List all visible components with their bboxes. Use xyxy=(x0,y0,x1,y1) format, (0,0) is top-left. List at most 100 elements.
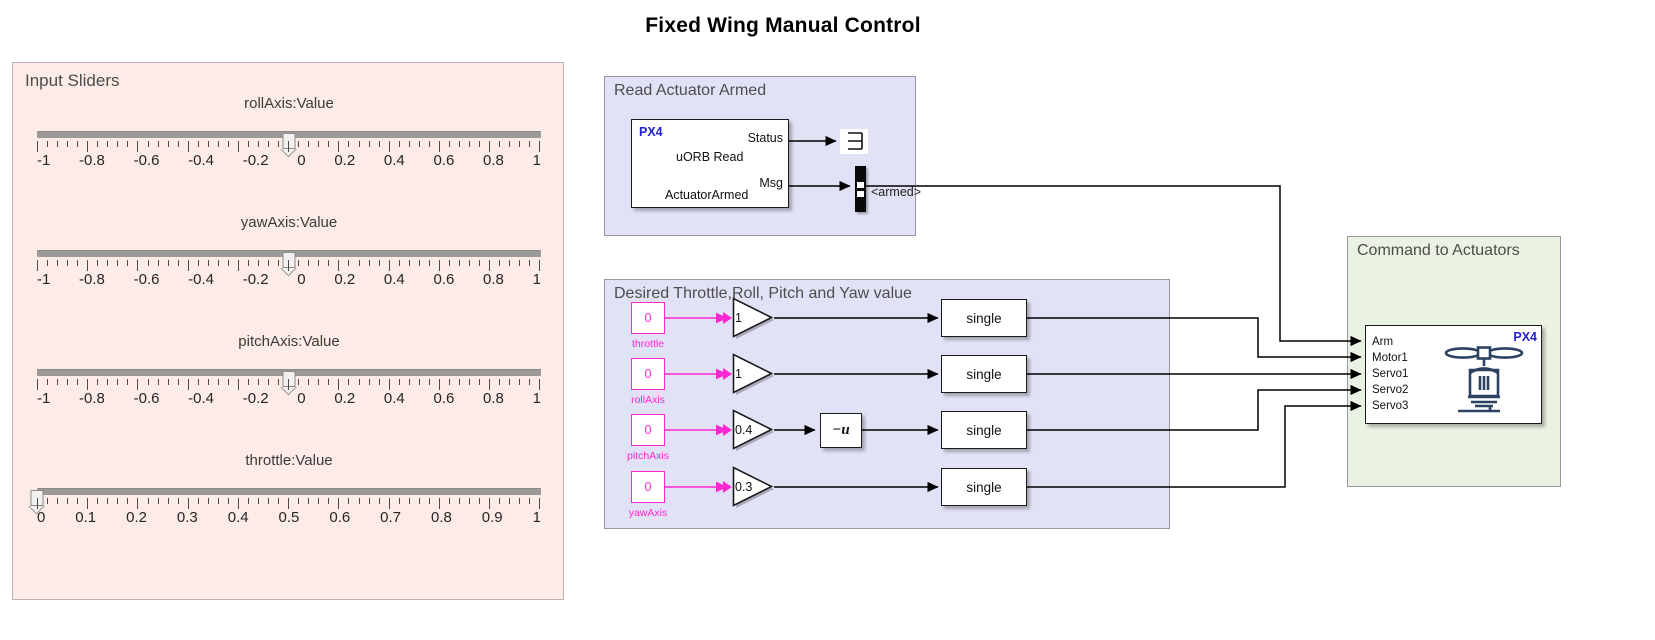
gain-block-rollAxis[interactable]: 1 xyxy=(732,353,774,395)
tick-major xyxy=(288,379,290,390)
tick-major xyxy=(237,260,239,271)
data-type-convert-block-yawAxis[interactable]: single xyxy=(941,468,1027,506)
tick-minor xyxy=(57,260,59,266)
constant-block-pitchAxis[interactable]: 0 xyxy=(631,414,665,446)
tick-minor xyxy=(57,379,59,385)
tick-minor xyxy=(469,141,471,147)
slider-tick-label: -0.6 xyxy=(133,152,160,169)
tick-minor xyxy=(398,141,400,147)
tick-minor xyxy=(298,260,300,266)
tick-minor xyxy=(469,498,471,504)
tick-minor xyxy=(127,260,129,266)
slider-track-throttle[interactable] xyxy=(30,488,541,506)
terminator-block[interactable] xyxy=(840,129,868,154)
actuator-port-servo3: Servo3 xyxy=(1372,400,1409,412)
tick-minor xyxy=(227,379,229,385)
data-type-convert-block-pitchAxis[interactable]: single xyxy=(941,411,1027,449)
constant-block-yawAxis[interactable]: 0 xyxy=(631,471,665,503)
tick-minor xyxy=(217,141,219,147)
tick-minor xyxy=(448,260,450,266)
uorb-msg-port-label: Msg xyxy=(759,176,783,190)
tick-minor xyxy=(67,498,69,504)
tick-minor xyxy=(368,379,370,385)
uorb-read-block[interactable]: PX4 uORB Read ActuatorArmed Status Msg xyxy=(631,119,789,208)
tick-minor xyxy=(328,260,330,266)
tick-minor xyxy=(398,498,400,504)
tick-minor xyxy=(509,141,511,147)
data-type-convert-block-throttle[interactable]: single xyxy=(941,299,1027,337)
tick-minor xyxy=(358,379,360,385)
slider-tick-label: -1 xyxy=(37,152,51,169)
slider-tick-label: 0.5 xyxy=(278,509,300,526)
tick-minor xyxy=(147,498,149,504)
tick-minor xyxy=(428,260,430,266)
constant-block-throttle[interactable]: 0 xyxy=(631,302,665,334)
actuator-port-motor1: Motor1 xyxy=(1372,352,1408,364)
tick-major xyxy=(489,260,491,271)
tick-minor xyxy=(227,260,229,266)
wire-source-to-gain-throttle xyxy=(665,312,728,324)
slider-tick-label: 0.8 xyxy=(483,152,504,169)
tick-minor xyxy=(298,379,300,385)
tick-minor xyxy=(217,498,219,504)
tick-minor xyxy=(247,260,249,266)
tick-minor xyxy=(358,498,360,504)
tick-minor xyxy=(358,141,360,147)
constant-block-rollAxis[interactable]: 0 xyxy=(631,358,665,390)
tick-major xyxy=(137,498,139,509)
arrowhead-pink xyxy=(723,368,732,380)
slider-tick-label: 0.4 xyxy=(383,152,405,169)
slider-tick-label: 0.4 xyxy=(383,271,405,288)
gain-block-yawAxis[interactable]: 0.3 xyxy=(732,466,774,508)
slider-tick-label: -0.4 xyxy=(188,390,215,407)
tick-minor xyxy=(428,498,430,504)
gain-triangle-icon xyxy=(732,466,774,508)
constant-label-pitchAxis: pitchAxis xyxy=(626,450,669,462)
data-type-convert-block-rollAxis[interactable]: single xyxy=(941,355,1027,393)
slider-tick-label: -1 xyxy=(37,390,51,407)
bus-selector-block[interactable] xyxy=(855,166,866,212)
slider-track-pitchAxis[interactable] xyxy=(37,369,541,387)
tick-minor xyxy=(458,141,460,147)
slider-track-rollAxis[interactable] xyxy=(37,131,541,149)
tick-minor xyxy=(318,498,320,504)
slider-tick-label: -0.6 xyxy=(133,390,160,407)
tick-minor xyxy=(298,141,300,147)
tick-minor xyxy=(107,260,109,266)
slider-track-yawAxis[interactable] xyxy=(37,250,541,268)
tick-minor xyxy=(117,141,119,147)
tick-minor xyxy=(308,498,310,504)
gain-block-pitchAxis[interactable]: 0.4 xyxy=(732,409,774,451)
slider-tick-label: 0.6 xyxy=(433,390,455,407)
tick-minor xyxy=(378,379,380,385)
slider-tick-label: -0.2 xyxy=(242,390,269,407)
tick-minor xyxy=(378,141,380,147)
tick-minor xyxy=(509,498,511,504)
tick-minor xyxy=(318,141,320,147)
slider-tick-label: 0 xyxy=(37,509,46,526)
gain-block-throttle[interactable]: 1 xyxy=(732,297,774,339)
arrowhead-pink xyxy=(723,312,732,324)
tick-major xyxy=(489,498,491,509)
tick-major xyxy=(37,498,38,509)
tick-minor xyxy=(318,379,320,385)
tick-minor xyxy=(458,498,460,504)
gain-value-throttle: 1 xyxy=(735,311,742,325)
tick-minor xyxy=(258,498,260,504)
tick-minor xyxy=(97,498,99,504)
tick-minor xyxy=(117,260,119,266)
tick-minor xyxy=(107,141,109,147)
unary-minus-block[interactable]: −u xyxy=(820,413,862,448)
tick-minor xyxy=(167,260,169,266)
slider-tick-label: -0.6 xyxy=(133,271,160,288)
tick-minor xyxy=(147,141,149,147)
tick-minor xyxy=(107,498,109,504)
